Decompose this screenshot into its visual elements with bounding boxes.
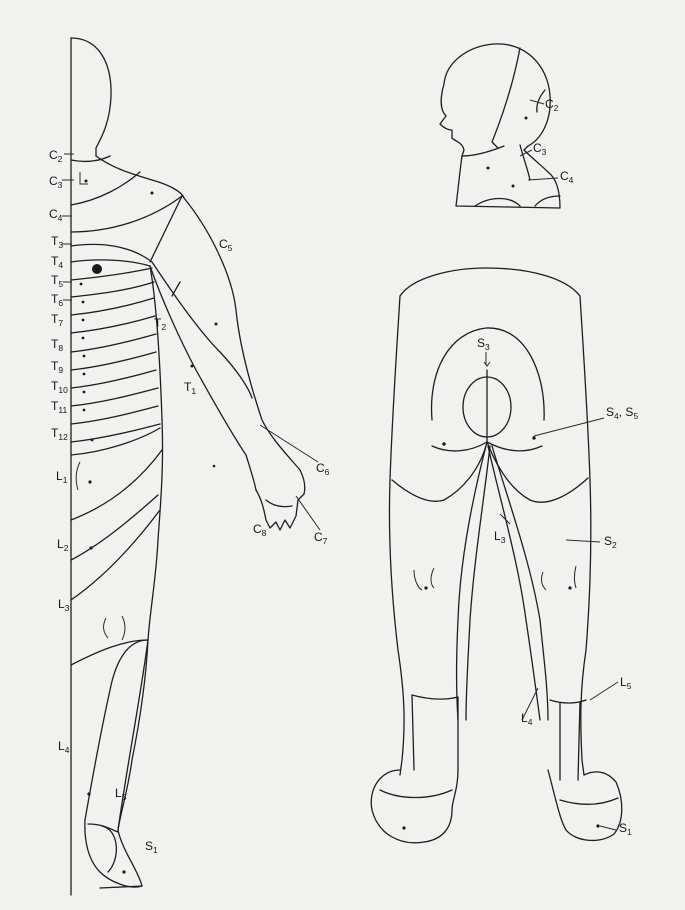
t4-marker xyxy=(92,264,102,274)
back-labels: S3 S4, S5 L3 S2 L5 L4 S1 xyxy=(477,336,638,837)
back-heel-left xyxy=(371,770,458,843)
arm-labels: C5 T2 T1 C6 C8 C7 xyxy=(154,237,330,546)
head-labels: C2 C3 C4 xyxy=(533,97,574,185)
label-t4: T4 xyxy=(51,254,63,270)
label-c8: C8 xyxy=(253,522,267,538)
label-c6: C6 xyxy=(316,461,330,477)
back-heel-right xyxy=(548,770,622,840)
label-l3-front: L3 xyxy=(58,597,70,613)
label-c2-front: C2 xyxy=(49,148,63,164)
label-t11: T11 xyxy=(51,399,67,415)
label-t1: T1 xyxy=(184,380,196,396)
label-c5: C5 xyxy=(219,237,233,253)
shoulder-outline xyxy=(96,156,184,198)
label-t6: T6 xyxy=(51,292,63,308)
back-figure xyxy=(371,268,622,843)
label-t9: T9 xyxy=(51,359,63,375)
label-s2: S2 xyxy=(604,534,617,550)
head-figure xyxy=(440,44,560,208)
label-c7: C7 xyxy=(314,530,328,546)
label-l3-back: L3 xyxy=(494,529,506,545)
label-t5: T5 xyxy=(51,273,63,289)
arm-outline-lateral xyxy=(184,198,300,470)
arm-outline-medial xyxy=(150,266,256,490)
label-s3: S3 xyxy=(477,336,490,352)
front-labels: C2 C3 C4 T3 T4 T5 T6 T7 T8 T9 T10 T11 T1… xyxy=(49,148,158,855)
label-t12: T12 xyxy=(51,426,68,442)
label-l1: L1 xyxy=(56,469,68,485)
front-arm xyxy=(150,198,320,530)
chest-lines xyxy=(71,244,160,442)
label-l4-front: L4 xyxy=(58,739,70,755)
front-figure xyxy=(62,38,184,895)
head-outline xyxy=(71,38,111,156)
front-leg-outline xyxy=(100,540,158,888)
label-s1-front: S1 xyxy=(145,839,158,855)
label-c2-head: C2 xyxy=(545,97,559,113)
label-l2: L2 xyxy=(57,537,69,553)
label-t3: T3 xyxy=(51,234,63,250)
label-t8: T8 xyxy=(51,337,63,353)
label-c3-front: C3 xyxy=(49,174,63,190)
label-s4-s5: S4, S5 xyxy=(606,405,638,421)
label-c4-head: C4 xyxy=(560,169,574,185)
head-profile xyxy=(440,44,550,156)
hand-outline xyxy=(256,470,305,530)
label-l5-back: L5 xyxy=(620,675,632,691)
back-dots xyxy=(402,436,599,829)
label-s1-back: S1 xyxy=(619,821,632,837)
label-c3-head: C3 xyxy=(533,141,547,157)
label-t2: T2 xyxy=(154,316,166,332)
label-l4-back: L4 xyxy=(521,711,533,727)
label-c4-front: C4 xyxy=(49,207,63,223)
front-dots xyxy=(80,180,154,874)
buttocks-outline xyxy=(400,268,590,480)
back-leg-outline-left xyxy=(389,480,404,775)
label-t7: T7 xyxy=(51,312,63,328)
back-leg-outline-right xyxy=(581,480,591,775)
label-t10: T10 xyxy=(51,379,68,395)
